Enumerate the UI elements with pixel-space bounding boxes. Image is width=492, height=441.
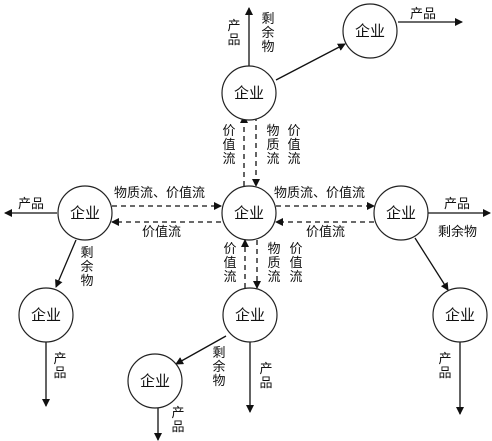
node-center[interactable]: 企业 (221, 185, 277, 241)
edge-top-to-topright (275, 43, 346, 81)
svg-text:企业: 企业 (234, 84, 264, 102)
node-bottom[interactable]: 企业 (222, 287, 278, 343)
label-right-product: 产品 (444, 197, 470, 212)
label-bottombottom-product: 产品 (171, 406, 184, 435)
label-right-value-flow: 价值流 (306, 224, 345, 240)
label-bottom-product: 产品 (259, 362, 272, 391)
svg-text:企业: 企业 (140, 372, 170, 390)
svg-text:企业: 企业 (235, 306, 265, 324)
label-right-surplus: 剩余物 (438, 224, 477, 240)
label-top-surplus: 剩余物 (261, 12, 274, 55)
label-bottomleft-product: 产品 (53, 352, 66, 381)
node-top[interactable]: 企业 (221, 65, 277, 121)
label-top-product: 产品 (227, 19, 240, 48)
edge-right-to-bottomright (414, 237, 449, 291)
node-right[interactable]: 企业 (373, 185, 429, 241)
node-bottom-bottom[interactable]: 企业 (127, 353, 183, 409)
svg-text:企业: 企业 (70, 204, 100, 222)
node-top-right[interactable]: 企业 (342, 3, 398, 59)
svg-text:企业: 企业 (31, 306, 61, 324)
label-bottomright-product: 产品 (438, 352, 451, 381)
label-top-material-flow-value: 价值流 (287, 124, 300, 167)
label-bottom-value-flow: 价值流 (223, 242, 236, 285)
label-bottom-surplus: 剩余物 (212, 346, 225, 389)
node-bottom-left[interactable]: 企业 (18, 287, 74, 343)
label-bottom-material-flow-value: 价值流 (289, 242, 302, 285)
label-top-material-flow: 物质流 (266, 124, 279, 167)
label-right-flows: 物质流、价值流 (274, 185, 365, 201)
edge-bottom-to-bottombottom (175, 335, 227, 365)
label-top-value-flow: 价值流 (222, 124, 235, 167)
svg-text:企业: 企业 (445, 306, 475, 324)
label-left-value-flow: 价值流 (142, 224, 181, 240)
node-left[interactable]: 企业 (57, 185, 113, 241)
node-bottom-right[interactable]: 企业 (432, 287, 488, 343)
svg-text:企业: 企业 (386, 204, 416, 222)
edge-left-to-bottomleft (55, 239, 77, 288)
label-left-flows: 物质流、价值流 (114, 185, 205, 201)
label-left-product: 产品 (18, 197, 44, 212)
label-topright-product: 产品 (410, 7, 436, 22)
label-left-surplus: 剩余物 (80, 246, 93, 289)
label-bottom-material-flow: 物质流 (267, 242, 280, 285)
svg-text:企业: 企业 (355, 22, 385, 40)
svg-text:企业: 企业 (234, 204, 264, 222)
